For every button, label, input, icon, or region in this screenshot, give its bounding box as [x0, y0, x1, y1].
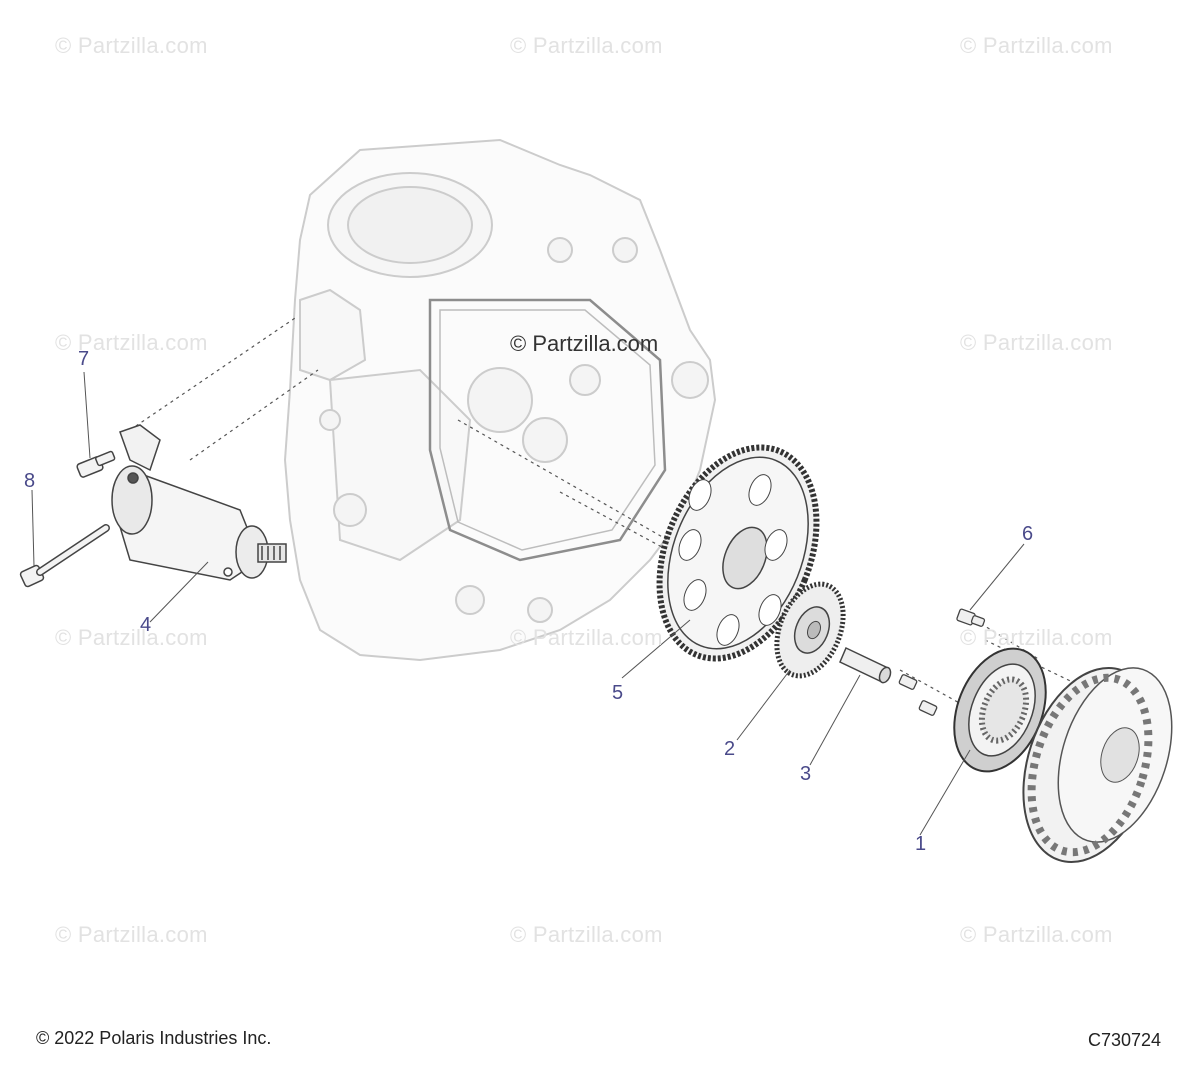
- callout-4: 4: [140, 614, 152, 636]
- callout-3: 3: [800, 763, 812, 785]
- callout-1: 1: [915, 833, 927, 855]
- flywheel: [1022, 666, 1173, 864]
- large-gear-part-5: [656, 444, 820, 662]
- watermark-center: © Partzilla.com: [510, 331, 659, 356]
- watermark: © Partzilla.com: [510, 625, 663, 650]
- bolt-part-6: [956, 608, 986, 627]
- callout-2: 2: [724, 738, 736, 760]
- watermark: © Partzilla.com: [510, 922, 663, 947]
- watermark: © Partzilla.com: [55, 922, 208, 947]
- watermark: © Partzilla.com: [55, 33, 208, 58]
- clutch-screws: [898, 674, 938, 716]
- engine-block: [283, 138, 717, 662]
- bolt-short-part-7: [76, 450, 116, 478]
- callout-8: 8: [24, 470, 36, 492]
- callout-6: 6: [1022, 523, 1034, 545]
- watermark: © Partzilla.com: [960, 922, 1113, 947]
- watermark: © Partzilla.com: [510, 33, 663, 58]
- watermark: © Partzilla.com: [960, 625, 1113, 650]
- callout-5: 5: [612, 682, 624, 704]
- small-gear-part-2: [774, 581, 846, 679]
- watermark: © Partzilla.com: [960, 330, 1113, 355]
- watermark: © Partzilla.com: [960, 33, 1113, 58]
- copyright-text: © 2022 Polaris Industries Inc.: [36, 1028, 272, 1048]
- watermark: © Partzilla.com: [55, 330, 208, 355]
- figure-code: C730724: [1088, 1030, 1162, 1050]
- bolt-long-part-8: [19, 524, 110, 588]
- watermark: © Partzilla.com: [55, 625, 208, 650]
- shaft-part-3: [839, 646, 892, 684]
- leader-lines: [31, 371, 1025, 836]
- callout-7: 7: [78, 348, 90, 370]
- starter-motor-part-4: [111, 424, 287, 581]
- starter-clutch-part-1: [953, 647, 1047, 773]
